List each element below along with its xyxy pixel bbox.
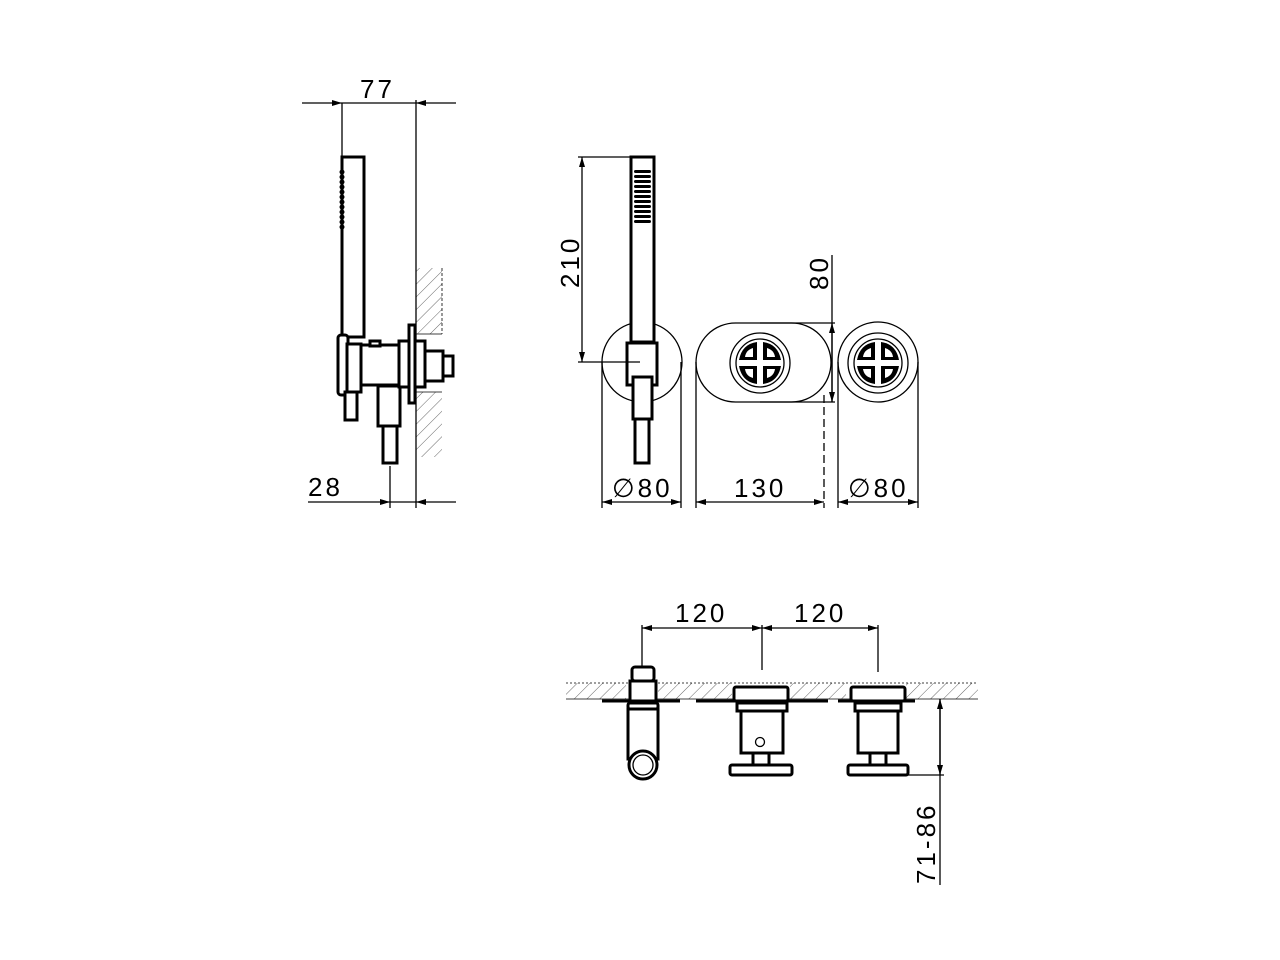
wall-hatch-lower — [416, 392, 442, 457]
round-handle-icon — [847, 332, 909, 394]
mixer-valve — [838, 685, 915, 777]
handshower-front — [629, 155, 656, 344]
dim-depth-77: 77 — [360, 74, 395, 104]
elevation-view: 120 120 71-86 — [566, 598, 978, 885]
dim-bracket-diameter: ∅80 — [612, 473, 673, 503]
dim-escutcheon-height: 80 — [804, 255, 834, 290]
diverter-handle-icon — [729, 332, 791, 394]
front-view: 210 ∅80 80 130 — [555, 155, 919, 508]
spray-nozzles-side — [339, 169, 345, 230]
hose-holder — [631, 375, 654, 421]
side-view: 77 28 — [302, 74, 456, 508]
dim-spacing-1: 120 — [675, 598, 727, 628]
round-rosette — [837, 321, 919, 403]
dim-handle-diameter: ∅80 — [848, 473, 909, 503]
spray-nozzles-front — [634, 170, 651, 223]
diverter-escutcheon — [695, 322, 832, 403]
diverter-valve — [696, 685, 828, 777]
wall-hatch-upper — [416, 268, 442, 334]
handshower-side — [340, 155, 366, 339]
bracket-body — [359, 343, 401, 387]
dim-depth-28: 28 — [308, 472, 343, 502]
spout — [602, 665, 680, 781]
dim-spacing-2: 120 — [794, 598, 846, 628]
dim-height-range: 71-86 — [911, 803, 941, 885]
hose-connector — [376, 384, 402, 428]
dim-height-210: 210 — [555, 236, 585, 288]
dim-escutcheon-width: 130 — [734, 473, 786, 503]
